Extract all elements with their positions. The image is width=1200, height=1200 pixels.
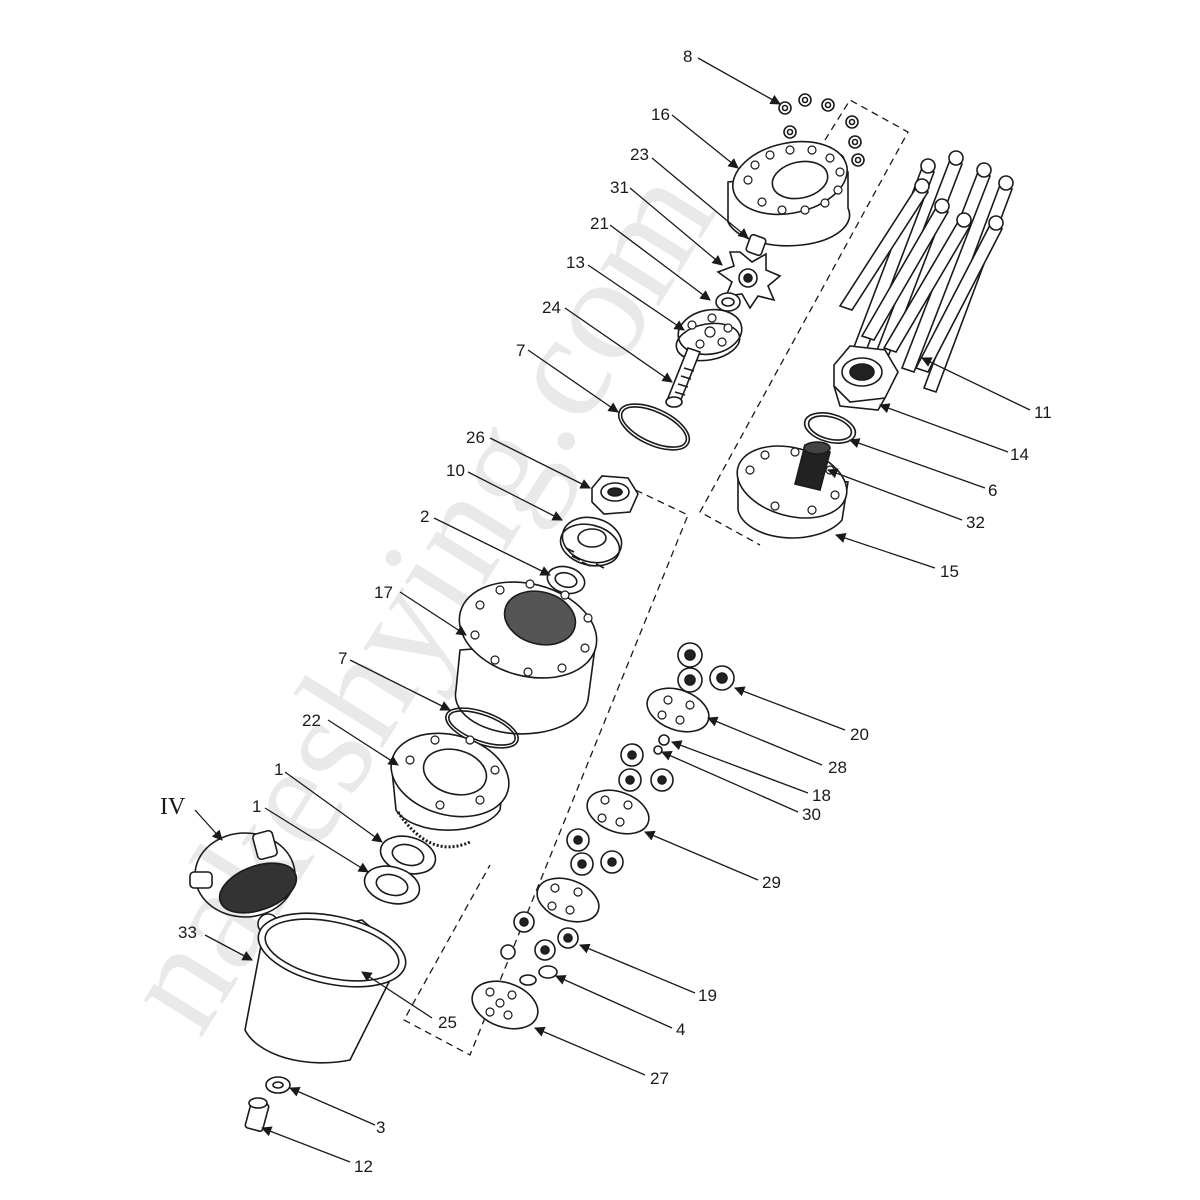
part-17-housing bbox=[454, 579, 598, 735]
callout-1-b: 1 bbox=[252, 797, 261, 816]
part-32-threaded-stud bbox=[794, 441, 831, 491]
callout-21: 21 bbox=[590, 214, 609, 233]
callout-8: 8 bbox=[683, 47, 692, 66]
callout-13: 13 bbox=[566, 253, 585, 272]
part-20-gears bbox=[677, 642, 735, 693]
part-23-stub bbox=[745, 233, 767, 257]
callout-4: 4 bbox=[676, 1020, 685, 1039]
part-6-oring bbox=[803, 412, 857, 444]
callout-19: 19 bbox=[698, 986, 717, 1005]
callout-27: 27 bbox=[650, 1069, 669, 1088]
assembly-guide-lines bbox=[403, 99, 909, 1056]
callout-20: 20 bbox=[850, 725, 869, 744]
part-11-bolts bbox=[838, 150, 1014, 394]
part-2-seal bbox=[546, 565, 586, 595]
watermark-text: nakeshying.com bbox=[87, 139, 747, 1057]
part-12-bolt bbox=[244, 1097, 270, 1132]
part-15-housing bbox=[736, 445, 849, 539]
part-gears-low bbox=[566, 828, 624, 876]
callout-15: 15 bbox=[940, 562, 959, 581]
callout-IV: IV bbox=[160, 794, 186, 820]
callout-17: 17 bbox=[374, 583, 393, 602]
callout-labels: 8 16 23 31 21 13 24 7 26 10 2 17 7 22 1 … bbox=[160, 47, 1052, 1176]
part-4-spacer bbox=[519, 965, 558, 986]
callout-7-upper: 7 bbox=[516, 341, 525, 360]
callout-18: 18 bbox=[812, 786, 831, 805]
part-28-carrier bbox=[646, 687, 710, 733]
callout-12: 12 bbox=[354, 1157, 373, 1176]
callout-16: 16 bbox=[651, 105, 670, 124]
callout-11: 11 bbox=[1034, 403, 1052, 422]
part-30-pin bbox=[653, 745, 663, 755]
callout-2: 2 bbox=[420, 507, 429, 526]
callout-10: 10 bbox=[446, 461, 465, 480]
part-1-bearing-a bbox=[379, 835, 437, 875]
part-14-hex-fitting bbox=[833, 345, 899, 411]
part-16-top-cap bbox=[727, 140, 851, 247]
part-29-carrier bbox=[586, 789, 650, 835]
callout-14: 14 bbox=[1010, 445, 1029, 464]
callout-33: 33 bbox=[178, 923, 197, 942]
callout-22: 22 bbox=[302, 711, 321, 730]
callout-1-a: 1 bbox=[274, 760, 283, 779]
part-18-pin bbox=[658, 734, 670, 746]
part-24-shaft bbox=[665, 347, 702, 408]
callout-23: 23 bbox=[630, 145, 649, 164]
part-gears-mid bbox=[618, 743, 674, 792]
part-10-bearing bbox=[559, 516, 623, 569]
callout-31: 31 bbox=[610, 178, 629, 197]
callout-25: 25 bbox=[438, 1013, 457, 1032]
part-33-housing-bowl bbox=[244, 912, 407, 1064]
callout-29: 29 bbox=[762, 873, 781, 892]
part-26-nut bbox=[591, 475, 639, 515]
part-21-bushing bbox=[715, 292, 741, 312]
callout-7-lower: 7 bbox=[338, 649, 347, 668]
part-19-gears bbox=[500, 911, 579, 961]
callout-28: 28 bbox=[828, 758, 847, 777]
part-3-washer bbox=[265, 1076, 291, 1094]
part-22-flange bbox=[390, 732, 510, 849]
callout-32: 32 bbox=[966, 513, 985, 532]
part-carrier-low bbox=[536, 877, 600, 923]
callout-26: 26 bbox=[466, 428, 485, 447]
part-7-oring-upper bbox=[617, 403, 691, 451]
callout-6: 6 bbox=[988, 481, 997, 500]
callout-24: 24 bbox=[542, 298, 561, 317]
callout-3: 3 bbox=[376, 1118, 385, 1137]
parts bbox=[189, 93, 1014, 1132]
part-27-base-carrier bbox=[471, 980, 539, 1030]
part-13-plate bbox=[675, 308, 743, 362]
part-1-bearing-b bbox=[363, 865, 421, 905]
leader-lines bbox=[194, 57, 1031, 1163]
callout-30: 30 bbox=[802, 805, 821, 824]
